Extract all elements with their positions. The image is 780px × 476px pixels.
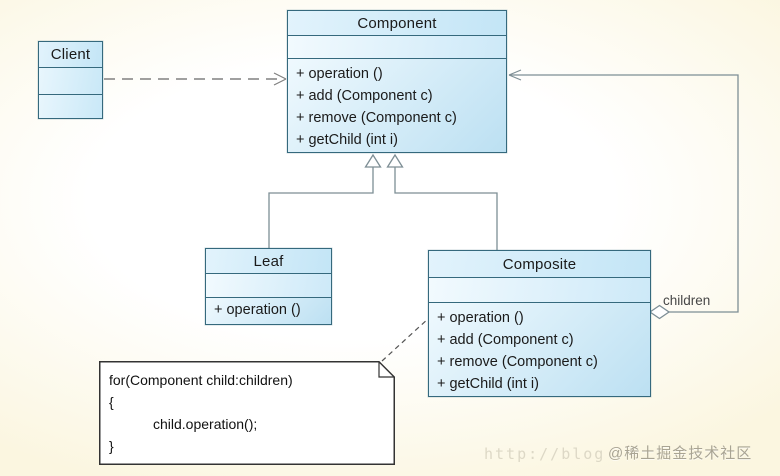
children-aggregation-hollow-diamond	[648, 304, 671, 320]
method-remove: + remove (Component c)	[437, 354, 598, 370]
code-note: for(Component child:children) { child.op…	[99, 361, 395, 465]
leaf-generalization-line	[268, 167, 374, 248]
note-code-line: for(Component child:children)	[109, 372, 293, 388]
method-add: + add (Component c)	[296, 88, 433, 104]
class-component-attributes-compartment	[288, 36, 506, 59]
note-outline-shape	[99, 361, 395, 465]
class-leaf-title: Leaf	[206, 249, 331, 274]
method-getchild: + getChild (int i)	[296, 132, 398, 148]
watermark-url-text: http://blog	[484, 445, 606, 463]
note-code-line: }	[109, 438, 114, 454]
children-aggregation-open-arrowhead	[508, 69, 522, 81]
class-composite-methods-compartment: + operation () + add (Component c) + rem…	[429, 303, 650, 396]
note-code-line: {	[109, 394, 114, 410]
class-client: Client	[38, 41, 103, 119]
note-dashed-connector	[381, 316, 431, 362]
composite-generalization-line	[394, 167, 498, 250]
children-aggregation-line	[509, 74, 739, 313]
method-getchild: + getChild (int i)	[437, 376, 539, 392]
method-operation: + operation ()	[437, 310, 524, 326]
children-role-label: children	[663, 293, 711, 308]
client-dependency-open-arrowhead	[273, 72, 287, 86]
class-component-title: Component	[288, 11, 506, 36]
method-operation: + operation ()	[296, 66, 383, 82]
class-leaf-attributes-compartment	[206, 274, 331, 298]
class-composite: Composite + operation () + add (Componen…	[428, 250, 651, 397]
method-operation: + operation ()	[214, 302, 301, 318]
class-composite-title: Composite	[429, 251, 650, 278]
method-add: + add (Component c)	[437, 332, 574, 348]
class-component: Component + operation () + add (Componen…	[287, 10, 507, 153]
class-leaf: Leaf + operation ()	[205, 248, 332, 325]
class-leaf-methods-compartment: + operation ()	[206, 298, 331, 324]
note-code-text: for(Component child:children) { child.op…	[109, 369, 387, 457]
composite-generalization-triangle-arrowhead	[386, 153, 404, 168]
method-remove: + remove (Component c)	[296, 110, 457, 126]
class-client-methods-compartment	[39, 95, 102, 118]
leaf-generalization-triangle-arrowhead	[364, 153, 382, 168]
class-client-title: Client	[39, 42, 102, 68]
note-code-line: child.operation();	[153, 416, 258, 432]
watermark-juejin-community: @稀土掘金技术社区	[608, 445, 753, 462]
class-component-methods-compartment: + operation () + add (Component c) + rem…	[288, 59, 506, 152]
class-composite-attributes-compartment	[429, 278, 650, 303]
class-client-attributes-compartment	[39, 68, 102, 95]
